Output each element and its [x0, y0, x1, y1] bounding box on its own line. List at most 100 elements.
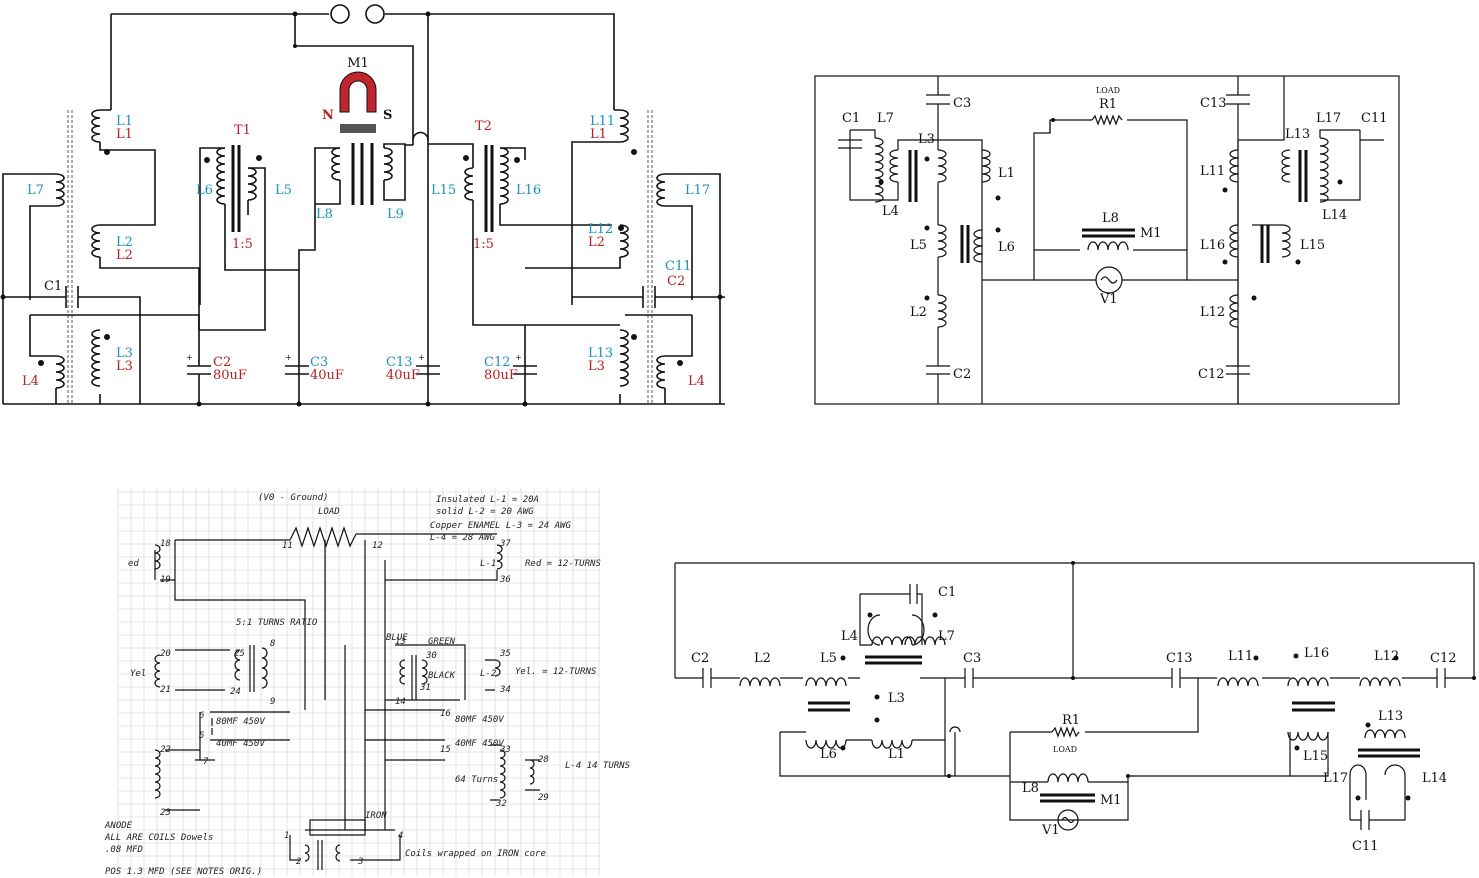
q3-left-note-3: .08 MFD [105, 845, 143, 855]
q4-l1-label: L1 [888, 747, 905, 762]
q3-n34: 34 [499, 685, 511, 695]
schematic-bottom-right: C2 L2 L5 C1 L4 L7 L3 C3 L6 L1 R1 LOAD L8… [674, 561, 1476, 854]
q4-l11-label: L11 [1228, 649, 1253, 664]
schematic-colored-top-left: M1 N S T1 T2 1:5 1:5 L1 L1 L2 L2 L3 L3 L… [0, 4, 725, 407]
schematic-top-right: LOAD R1 C3 C13 C1 L7 L3 L4 L1 L5 L6 L2 C… [814, 75, 1400, 405]
l13-red-label: L3 [588, 359, 605, 374]
q3-n6: 6 [199, 711, 204, 721]
q3-yel: Yel [130, 669, 146, 679]
q3-n1: 1 [284, 831, 289, 841]
q4-l7-label: L7 [938, 629, 955, 644]
q3-n28: 28 [538, 755, 549, 765]
q3-yel-note: Yel. = 12-TURNS [515, 667, 597, 677]
q2-c11-label: C11 [1361, 111, 1388, 126]
q2-c13-label: C13 [1200, 96, 1227, 111]
c2-plus: + [186, 353, 193, 362]
q2-c1-label: C1 [842, 111, 860, 126]
q3-n36: 36 [499, 575, 511, 585]
q2-l4-label: L4 [882, 204, 899, 219]
q4-v1-label: V1 [1041, 823, 1060, 838]
q2-c2-label: C2 [953, 367, 971, 382]
q3-coils-note: Coils wrapped on IRON core [405, 849, 546, 859]
q4-l2-label: L2 [754, 651, 771, 666]
q3-n14: 14 [395, 697, 406, 707]
q3-n12: 12 [372, 541, 383, 551]
q3-n8: 8 [270, 639, 275, 649]
q3-n20: 20 [160, 649, 171, 659]
q3-n35: 35 [499, 649, 511, 659]
q3-n7: 7 [203, 757, 209, 767]
q3-c2: 40MF 450V [216, 739, 265, 749]
q3-l4-note: L-4 14 TURNS [565, 761, 631, 771]
q2-r1-label: R1 [1099, 97, 1117, 112]
q3-blue: BLUE [386, 633, 408, 643]
c12-value: 80uF [484, 368, 518, 383]
terminal-right [365, 4, 385, 24]
l16-label: L16 [516, 183, 541, 198]
q4-l15-label: L15 [1303, 749, 1328, 764]
q2-l16-label: L16 [1200, 238, 1225, 253]
q2-l11-label: L11 [1200, 164, 1225, 179]
q3-left-note-1: ANODE [104, 821, 133, 831]
q4-l8-label: L8 [1022, 781, 1039, 796]
q3-n13: 13 [395, 637, 406, 647]
l12-blue-label: L12 [588, 222, 613, 237]
q4-c2-label: C2 [691, 651, 709, 666]
q4-c1-label: C1 [938, 585, 956, 600]
l6-label: L6 [196, 183, 213, 198]
l5-label: L5 [275, 183, 292, 198]
magnet-label: M1 [347, 56, 369, 71]
q4-c3-label: C3 [963, 651, 981, 666]
l15-label: L15 [431, 183, 456, 198]
l3-red-label: L3 [116, 359, 133, 374]
l11-blue-label: L11 [590, 114, 615, 129]
q2-l14-label: L14 [1322, 208, 1347, 223]
q2-l1-label: L1 [998, 166, 1015, 181]
l4-right-label: L4 [688, 374, 705, 389]
l1-blue-label: L1 [116, 114, 133, 129]
q3-note-1: Insulated L-1 = 20A [436, 495, 539, 505]
q4-l17-label: L17 [1323, 771, 1348, 786]
q3-n21: 21 [160, 685, 171, 695]
q3-l2-mark: L-2 [480, 669, 496, 679]
q3-n31: 31 [419, 683, 431, 693]
q4-c11-label: C11 [1352, 839, 1379, 854]
l9-label: L9 [387, 207, 404, 222]
q3-ratio: 5:1 TURNS RATIO [236, 618, 318, 628]
q2-frame [814, 75, 1400, 405]
south-label: S [383, 108, 392, 123]
q3-ed: ed [128, 559, 139, 569]
q4-c12-label: C12 [1430, 651, 1457, 666]
q3-left-note-2: ALL ARE COILS Dowels [104, 833, 213, 843]
q3-n3: 3 [357, 857, 363, 867]
q4-load-label: LOAD [1053, 745, 1077, 754]
q2-l12-label: L12 [1200, 305, 1225, 320]
q4-l6-label: L6 [820, 747, 837, 762]
q2-load-label: LOAD [1096, 86, 1120, 95]
c13-plus: + [418, 353, 425, 362]
q3-n32: 32 [495, 799, 507, 809]
q3-n9: 9 [270, 697, 275, 707]
q4-l12-label: L12 [1374, 649, 1399, 664]
q4-l5-label: L5 [820, 651, 837, 666]
q3-n16: 16 [440, 709, 451, 719]
q3-n19: 19 [160, 575, 171, 585]
q2-l17-label: L17 [1316, 111, 1341, 126]
schematic-handdrawn-bottom-left: (V0 - Ground) LOAD Insulated L-1 = 20A s… [104, 488, 631, 877]
q4-l14-label: L14 [1422, 771, 1447, 786]
q3-n5: 5 [199, 731, 204, 741]
q3-n2: 2 [296, 857, 301, 867]
l1-red-label: L1 [116, 127, 133, 142]
l11-red-label: L1 [590, 127, 607, 142]
q3-n25: 25 [234, 649, 245, 659]
c2-value: 80uF [213, 368, 247, 383]
l7-label: L7 [27, 183, 44, 198]
l17-label: L17 [685, 183, 710, 198]
c3-label: C3 [310, 355, 328, 370]
q2-v1-label: V1 [1099, 292, 1118, 307]
c12-plus: + [515, 353, 522, 362]
q2-c12-label: C12 [1198, 367, 1225, 382]
c3-plus: + [285, 353, 292, 362]
q4-l13-label: L13 [1378, 709, 1403, 724]
